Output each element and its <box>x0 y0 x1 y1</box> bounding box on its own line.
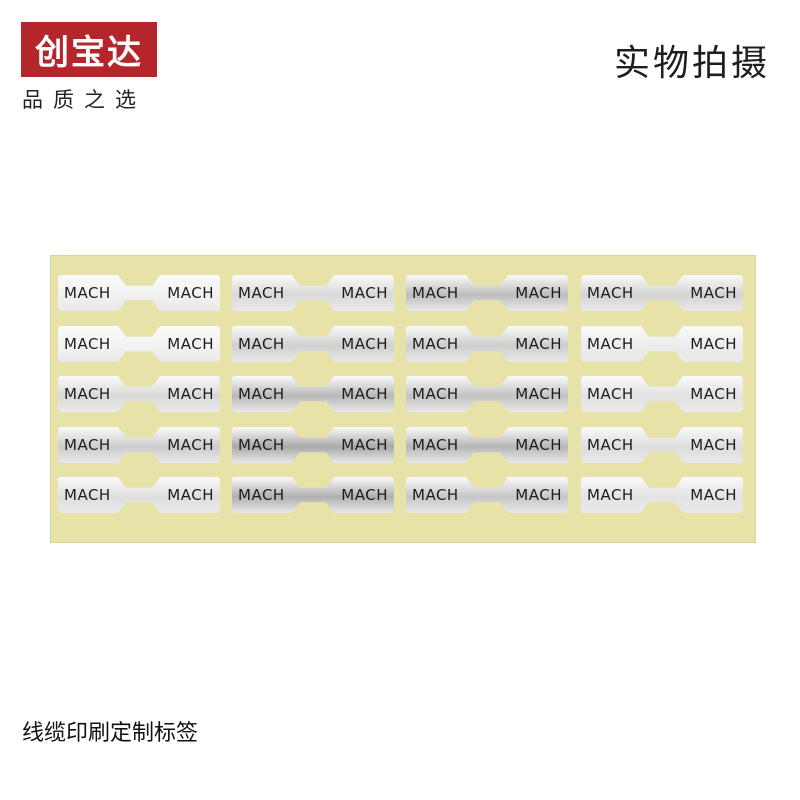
cable-label: MACH MACH <box>581 326 743 362</box>
label-text-left: MACH <box>587 436 634 454</box>
label-text-left: MACH <box>587 385 634 403</box>
cable-label: MACH MACH <box>232 477 394 513</box>
cable-label: MACH MACH <box>406 477 568 513</box>
label-text-left: MACH <box>64 436 111 454</box>
label-text-left: MACH <box>238 335 285 353</box>
label-text-left: MACH <box>238 284 285 302</box>
cable-label: MACH MACH <box>58 376 220 412</box>
label-text-left: MACH <box>64 385 111 403</box>
label-text-left: MACH <box>64 486 111 504</box>
product-caption: 线缆印刷定制标签 <box>22 721 199 746</box>
cable-label: MACH MACH <box>58 477 220 513</box>
label-text-right: MACH <box>515 436 562 454</box>
label-text-left: MACH <box>412 335 459 353</box>
cable-label: MACH MACH <box>581 275 743 311</box>
label-text-left: MACH <box>587 486 634 504</box>
cable-label: MACH MACH <box>232 275 394 311</box>
label-text-right: MACH <box>167 436 214 454</box>
label-text-right: MACH <box>690 436 737 454</box>
label-text-right: MACH <box>341 284 388 302</box>
label-text-left: MACH <box>412 486 459 504</box>
cable-label: MACH MACH <box>58 326 220 362</box>
label-text-right: MACH <box>690 335 737 353</box>
label-text-right: MACH <box>690 385 737 403</box>
brand-tagline: 品质之选 <box>22 88 146 112</box>
label-text-left: MACH <box>238 436 285 454</box>
page-heading: 实物拍摄 <box>613 43 770 84</box>
label-text-left: MACH <box>238 486 285 504</box>
label-text-right: MACH <box>341 486 388 504</box>
label-text-right: MACH <box>167 335 214 353</box>
cable-label: MACH MACH <box>58 275 220 311</box>
cable-label: MACH MACH <box>406 275 568 311</box>
label-text-right: MACH <box>167 385 214 403</box>
cable-label: MACH MACH <box>581 427 743 463</box>
label-text-right: MACH <box>515 284 562 302</box>
label-text-left: MACH <box>64 335 111 353</box>
cable-label: MACH MACH <box>58 427 220 463</box>
label-text-right: MACH <box>341 335 388 353</box>
label-text-left: MACH <box>412 436 459 454</box>
label-text-right: MACH <box>167 284 214 302</box>
label-text-right: MACH <box>515 486 562 504</box>
cable-label: MACH MACH <box>232 427 394 463</box>
label-text-left: MACH <box>238 385 285 403</box>
cable-label: MACH MACH <box>232 376 394 412</box>
cable-label: MACH MACH <box>406 427 568 463</box>
label-text-left: MACH <box>587 335 634 353</box>
label-text-left: MACH <box>587 284 634 302</box>
label-text-right: MACH <box>341 436 388 454</box>
label-text-right: MACH <box>515 385 562 403</box>
label-text-left: MACH <box>412 385 459 403</box>
brand-logo: 创宝达 <box>21 22 157 77</box>
label-text-right: MACH <box>690 284 737 302</box>
brand-name: 创宝达 <box>35 33 143 73</box>
label-text-right: MACH <box>341 385 388 403</box>
cable-label: MACH MACH <box>581 477 743 513</box>
label-text-right: MACH <box>690 486 737 504</box>
label-text-right: MACH <box>515 335 562 353</box>
cable-label: MACH MACH <box>406 326 568 362</box>
cable-label: MACH MACH <box>581 376 743 412</box>
cable-label: MACH MACH <box>232 326 394 362</box>
label-text-left: MACH <box>412 284 459 302</box>
label-text-left: MACH <box>64 284 111 302</box>
label-text-right: MACH <box>167 486 214 504</box>
cable-label: MACH MACH <box>406 376 568 412</box>
